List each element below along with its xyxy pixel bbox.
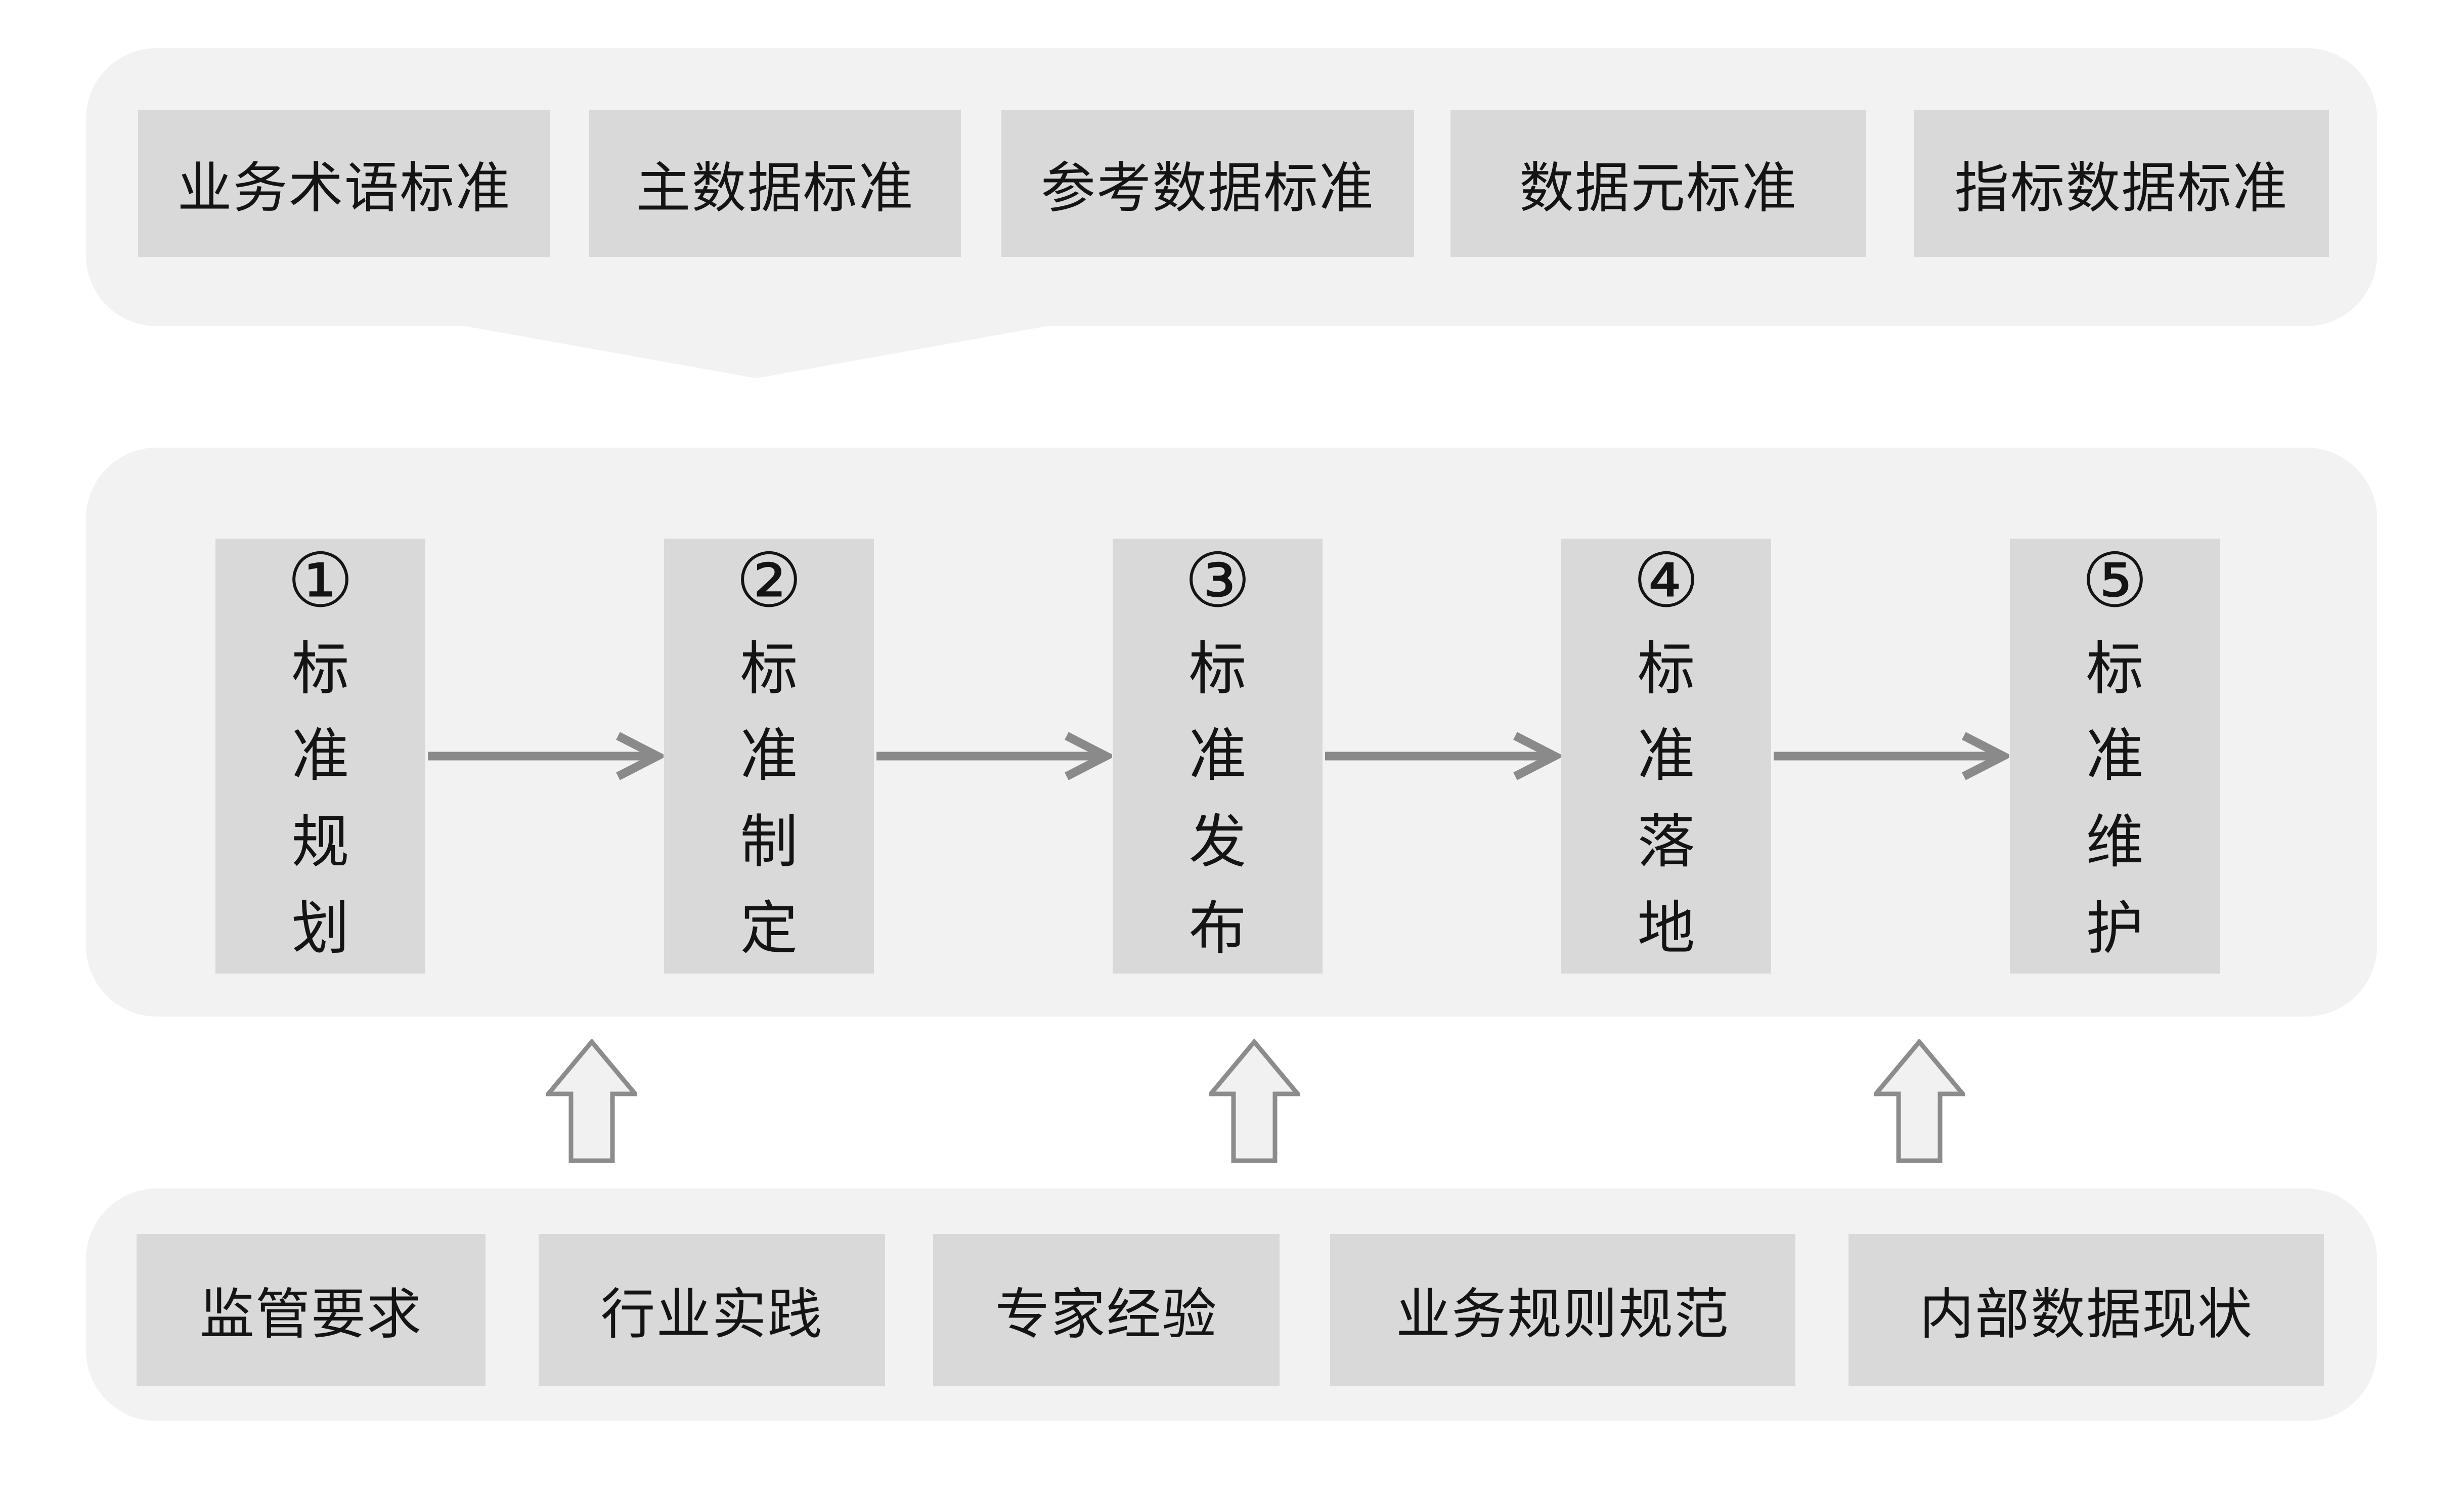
process-step-box: ① 标准规划 (215, 539, 425, 974)
process-panel: ① 标准规划 ② 标准制定 ③ 标准发布 ④ 标准落地 ⑤ 标准维护 (86, 448, 2377, 1017)
inputs-panel: 监管要求 行业实践 专家经验 业务规则规范 内部数据现状 (86, 1188, 2377, 1421)
step-label: 标准发布 (1189, 637, 1247, 961)
step-label: 标准制定 (740, 637, 798, 961)
flow-right-arrow-icon (1325, 732, 1561, 780)
process-step-box: ③ 标准发布 (1113, 539, 1323, 974)
input-source-box: 监管要求 (137, 1234, 486, 1386)
flow-right-arrow-icon (1774, 732, 2009, 780)
standard-type-box: 业务术语标准 (138, 110, 550, 257)
standard-type-box: 指标数据标准 (1914, 110, 2329, 257)
down-pointer-triangle-icon (460, 325, 1052, 378)
step-number: ④ (1633, 539, 1700, 623)
flow-right-arrow-icon (428, 732, 664, 780)
step-label: 标准规划 (291, 637, 349, 961)
step-label: 标准维护 (2086, 637, 2144, 961)
step-label: 标准落地 (1637, 637, 1695, 961)
process-step-box: ⑤ 标准维护 (2010, 539, 2220, 974)
step-number: ⑤ (2081, 539, 2148, 623)
step-number: ③ (1184, 539, 1251, 623)
input-source-box: 内部数据现状 (1849, 1234, 2324, 1386)
standard-type-box: 主数据标准 (589, 110, 961, 257)
standard-types-panel: 业务术语标准 主数据标准 参考数据标准 数据元标准 指标数据标准 (86, 48, 2377, 326)
up-arrow-icon (1209, 1039, 1300, 1163)
process-step-box: ② 标准制定 (664, 539, 874, 974)
up-arrow-icon (1874, 1039, 1965, 1163)
input-source-box: 行业实践 (539, 1234, 885, 1386)
standard-type-box: 数据元标准 (1450, 110, 1866, 257)
step-number: ② (735, 539, 803, 623)
process-step-box: ④ 标准落地 (1561, 539, 1771, 974)
flow-right-arrow-icon (876, 732, 1112, 780)
standard-type-box: 参考数据标准 (1001, 110, 1414, 257)
input-source-box: 专家经验 (933, 1234, 1280, 1386)
step-number: ① (287, 539, 354, 623)
input-source-box: 业务规则规范 (1330, 1234, 1795, 1386)
up-arrow-icon (546, 1039, 637, 1163)
